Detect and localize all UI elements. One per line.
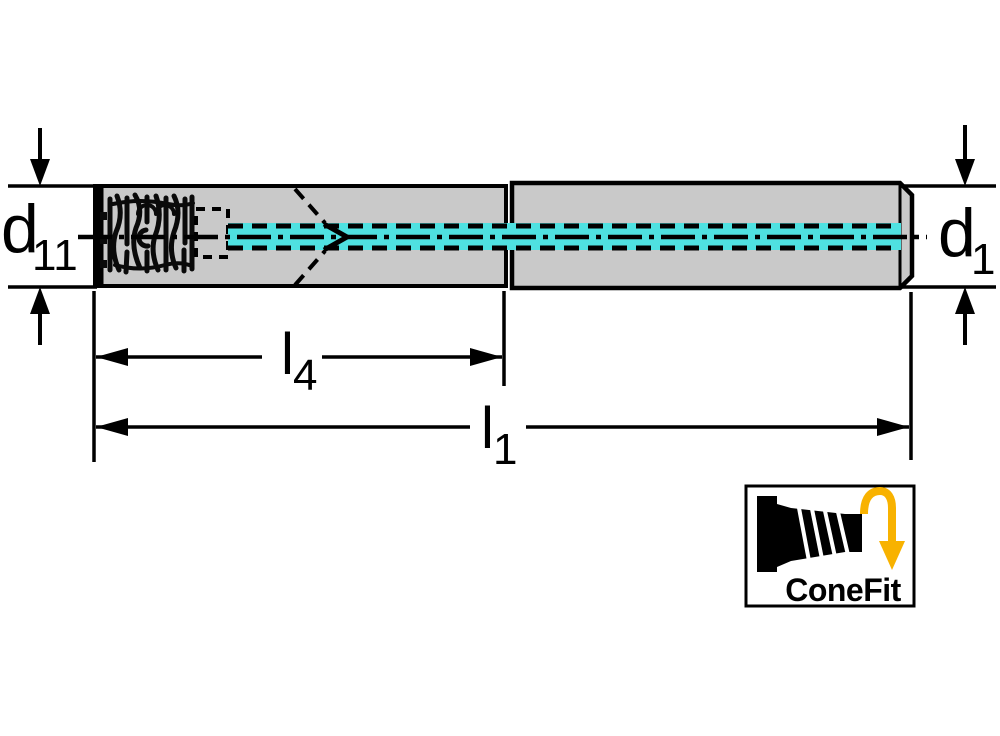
d1-up-arrow-icon <box>955 287 975 314</box>
arrow-curved-shaft <box>860 486 896 543</box>
l1-label: l <box>481 396 494 461</box>
conefit-logo: ConeFit <box>744 484 916 608</box>
d11-down-arrow-icon <box>30 159 50 186</box>
chevron-lower-dashed-line <box>293 249 327 287</box>
chevron-upper-dashed-line <box>293 187 327 225</box>
d11-up-arrow-icon <box>30 287 50 314</box>
l4-left-arrow-icon <box>96 348 128 366</box>
l1-right-arrow-icon <box>877 418 909 436</box>
l4-label: l <box>281 322 294 387</box>
d1-label-subscript: 1 <box>971 235 995 284</box>
arrow-head <box>879 541 905 570</box>
bore-tip-arrow-icon <box>322 221 353 253</box>
conefit-cone-icon <box>757 496 862 572</box>
l1-left-arrow-icon <box>96 418 128 436</box>
dimension-l4: l 4 <box>92 291 506 462</box>
d1-down-arrow-icon <box>955 159 975 186</box>
d1-label: d <box>938 195 976 271</box>
hidden-point-chevron <box>293 187 353 287</box>
d11-label: d <box>1 191 39 267</box>
l4-label-subscript: 4 <box>293 351 317 400</box>
d11-label-subscript: 11 <box>32 231 78 280</box>
dimension-d1: d 1 <box>899 125 996 345</box>
l1-label-subscript: 1 <box>493 425 517 474</box>
dimension-d11: d 11 <box>1 128 97 345</box>
cone-stripes <box>797 507 850 562</box>
dimension-l1: l 1 <box>96 292 913 474</box>
conefit-logo-label: ConeFit <box>785 572 901 608</box>
l4-right-arrow-icon <box>470 348 502 366</box>
cone-flange <box>757 496 777 572</box>
axial-adjust-arrow-icon <box>860 486 905 570</box>
